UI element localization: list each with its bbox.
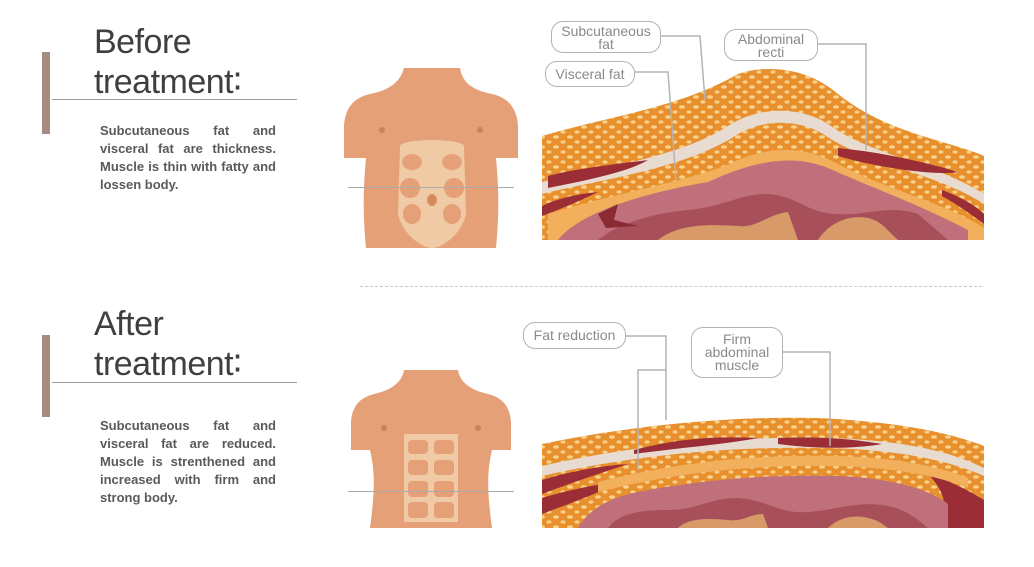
callout-visceral-fat: Visceral fat [545, 61, 635, 87]
after-accent-bar [42, 335, 50, 417]
after-heading-underline [52, 382, 297, 383]
before-callout-lines [632, 35, 867, 181]
before-heading: Before treatment∶ [94, 23, 242, 101]
before-cross-section-line [348, 187, 514, 188]
callout-fat-reduction: Fat reduction [523, 322, 626, 349]
before-heading-underline [52, 99, 297, 100]
before-section: Before treatment∶ Subcutaneous fat and v… [42, 21, 984, 248]
after-cross-section-line [348, 491, 514, 492]
before-accent-bar [42, 52, 50, 134]
after-torso-illustration [351, 370, 511, 528]
after-heading: After treatment∶ [94, 305, 242, 383]
after-callout-lines [625, 335, 831, 470]
after-description: Subcutaneous fat and visceral fat are re… [100, 418, 276, 505]
section-divider [360, 286, 982, 287]
callout-firm-abdominal-muscle: Firm abdominal muscle [691, 327, 783, 378]
before-cross-section-diagram [542, 68, 984, 240]
before-torso-illustration [344, 68, 518, 248]
callout-abdominal-recti: Abdominal recti [724, 29, 818, 61]
before-description: Subcutaneous fat and visceral fat are th… [100, 123, 276, 192]
after-section: After treatment∶ Subcutaneous fat and vi… [0, 286, 1034, 567]
callout-subcutaneous-fat: Subcutaneous fat [551, 21, 661, 53]
after-cross-section-diagram [542, 417, 984, 528]
